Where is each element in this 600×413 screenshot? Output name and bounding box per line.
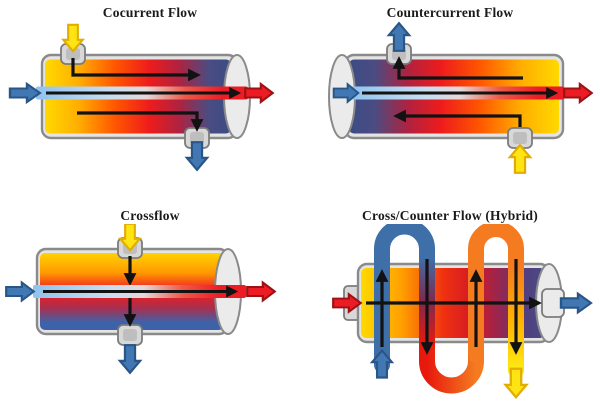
- hot-outlet-arrow: [118, 344, 142, 374]
- crossflow-diagram: [5, 224, 276, 374]
- cocurrent-diagram: [8, 23, 274, 171]
- countercurrent-diagram: [328, 22, 593, 174]
- panel-title-hybrid: Cross/Counter Flow (Hybrid): [362, 208, 538, 223]
- panel-countercurrent: Countercurrent Flow: [300, 0, 600, 207]
- panel-hybrid: Cross/Counter Flow (Hybrid): [300, 207, 600, 413]
- hot-exit-arrow: [246, 281, 276, 302]
- cold-inlet-arrow: [5, 281, 35, 302]
- hot-outlet-port: [117, 324, 143, 346]
- shell-cold-outlet-arrow: [559, 292, 593, 314]
- hybrid-diagram: [332, 224, 593, 399]
- shell-flow-arrow-bottom: [77, 111, 204, 132]
- panel-title-countercurrent: Countercurrent Flow: [386, 5, 514, 20]
- tube-pass-blue: [374, 224, 435, 373]
- shell-flow-arrow-top: [71, 58, 201, 82]
- hot-inlet-port: [507, 127, 533, 149]
- panel-cocurrent: Cocurrent Flow: [0, 0, 300, 207]
- shell-flow-arrow-bottom: [393, 109, 522, 127]
- tube-pass-orange: [468, 224, 524, 363]
- panel-crossflow: Crossflow: [0, 207, 300, 413]
- cold-inlet-arrow: [8, 82, 42, 104]
- panel-title-crossflow: Crossflow: [120, 208, 180, 223]
- panel-title-cocurrent: Cocurrent Flow: [102, 5, 198, 20]
- hot-exit-arrow: [563, 82, 593, 104]
- hot-inlet-arrow: [508, 144, 532, 174]
- shell-flow-arrow-top: [392, 56, 523, 80]
- tube-bottom-loop: [419, 343, 484, 394]
